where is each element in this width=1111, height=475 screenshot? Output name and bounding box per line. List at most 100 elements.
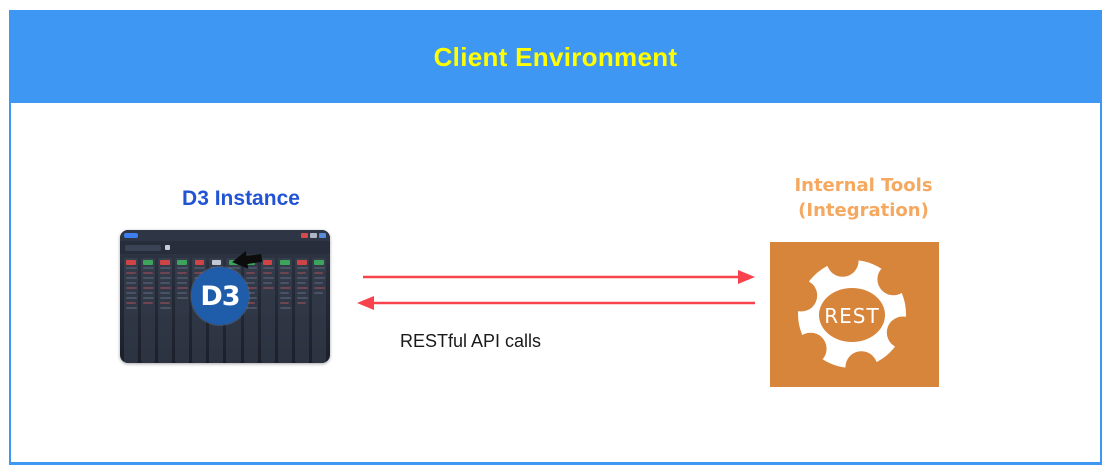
dashboard-titlebar	[120, 230, 330, 241]
card-text-line	[279, 272, 290, 274]
card-text-line	[143, 287, 155, 289]
column-status-badge	[126, 260, 136, 265]
dashboard-column	[124, 258, 139, 363]
dashboard-titlebar-badge	[319, 233, 326, 238]
card-text-line	[279, 287, 291, 289]
card-text-line	[313, 277, 325, 279]
card-text-line	[279, 302, 290, 304]
card-text-line	[313, 287, 325, 289]
column-status-badge	[279, 260, 290, 265]
card-text-line	[279, 307, 291, 309]
column-status-badge	[160, 260, 171, 265]
dashboard-filter-icon[interactable]	[165, 245, 170, 250]
card-text-line	[126, 282, 136, 284]
column-status-badge	[194, 260, 205, 265]
card-text-line	[245, 302, 256, 304]
card-text-line	[143, 267, 155, 269]
card-text-line	[245, 307, 257, 309]
restful-api-label: RESTful API calls	[400, 331, 542, 351]
card-text-line	[313, 292, 324, 294]
card-text-line	[177, 287, 189, 289]
d3-logo-text: D3	[200, 280, 240, 312]
dashboard-column	[175, 258, 190, 363]
dashboard-column	[294, 258, 309, 363]
client-environment-frame: Client Environment D3 Instance	[9, 10, 1102, 465]
card-text-line	[160, 282, 170, 284]
card-text-line	[160, 267, 172, 269]
column-status-badge	[314, 260, 324, 265]
client-environment-header: Client Environment	[11, 12, 1100, 103]
card-text-line	[245, 282, 256, 284]
card-text-line	[126, 297, 138, 299]
column-status-badge	[262, 260, 273, 265]
dashboard-column	[311, 258, 326, 363]
card-text-line	[296, 302, 307, 304]
card-text-line	[262, 267, 274, 269]
card-text-line	[296, 272, 307, 274]
card-text-line	[160, 277, 172, 279]
card-text-line	[126, 277, 138, 279]
column-status-badge	[296, 260, 307, 265]
card-text-line	[194, 272, 204, 274]
card-text-line	[194, 267, 206, 269]
card-text-line	[160, 287, 172, 289]
dashboard-toolbar	[120, 241, 330, 254]
card-text-line	[245, 287, 257, 289]
card-text-line	[228, 267, 240, 269]
card-text-line	[177, 267, 189, 269]
card-text-line	[126, 292, 136, 294]
card-text-line	[296, 297, 308, 299]
column-status-badge	[143, 260, 153, 265]
card-text-line	[262, 282, 273, 284]
dashboard-column	[141, 258, 156, 363]
card-text-line	[126, 302, 136, 304]
diagram-body: D3 Instance D3	[11, 103, 1100, 462]
card-text-line	[279, 297, 291, 299]
card-text-line	[313, 267, 325, 269]
d3-dashboard-screenshot: D3	[120, 230, 330, 363]
card-text-line	[296, 287, 308, 289]
card-text-line	[245, 272, 256, 274]
card-text-line	[126, 267, 138, 269]
dashboard-titlebar-badge	[310, 233, 317, 238]
dashboard-column	[277, 258, 292, 363]
dashboard-search-box[interactable]	[125, 244, 161, 251]
card-text-line	[126, 272, 136, 274]
dashboard-column	[260, 258, 275, 363]
column-status-badge	[211, 260, 222, 265]
card-text-line	[279, 282, 290, 284]
card-text-line	[160, 302, 170, 304]
card-text-line	[126, 307, 138, 309]
card-text-line	[245, 277, 257, 279]
card-text-line	[143, 277, 155, 279]
internal-tools-label-line2: (Integration)	[798, 200, 929, 221]
card-text-line	[177, 292, 187, 294]
client-environment-title: Client Environment	[433, 42, 678, 72]
card-text-line	[262, 277, 274, 279]
card-text-line	[160, 297, 172, 299]
card-text-line	[126, 287, 138, 289]
card-text-line	[279, 292, 290, 294]
rest-gear-icon: REST	[770, 242, 939, 387]
api-arrows	[357, 270, 755, 310]
card-text-line	[143, 282, 153, 284]
card-text-line	[177, 277, 189, 279]
d3-instance-label: D3 Instance	[182, 187, 300, 210]
column-status-badge	[177, 260, 188, 265]
card-text-line	[313, 272, 324, 274]
card-text-line	[245, 267, 257, 269]
rest-gear-text: REST	[824, 304, 879, 328]
dashboard-column	[158, 258, 173, 363]
arrow-tools-to-d3	[357, 296, 755, 310]
internal-tools-label-line1: Internal Tools	[794, 175, 933, 196]
dashboard-alert-badge	[301, 233, 308, 238]
card-text-line	[262, 287, 274, 289]
card-text-line	[160, 292, 170, 294]
rest-integration-box: REST	[770, 242, 939, 387]
card-text-line	[296, 267, 308, 269]
cursor-arrow-icon	[232, 251, 263, 269]
card-text-line	[296, 277, 308, 279]
card-text-line	[296, 292, 307, 294]
card-text-line	[296, 282, 307, 284]
